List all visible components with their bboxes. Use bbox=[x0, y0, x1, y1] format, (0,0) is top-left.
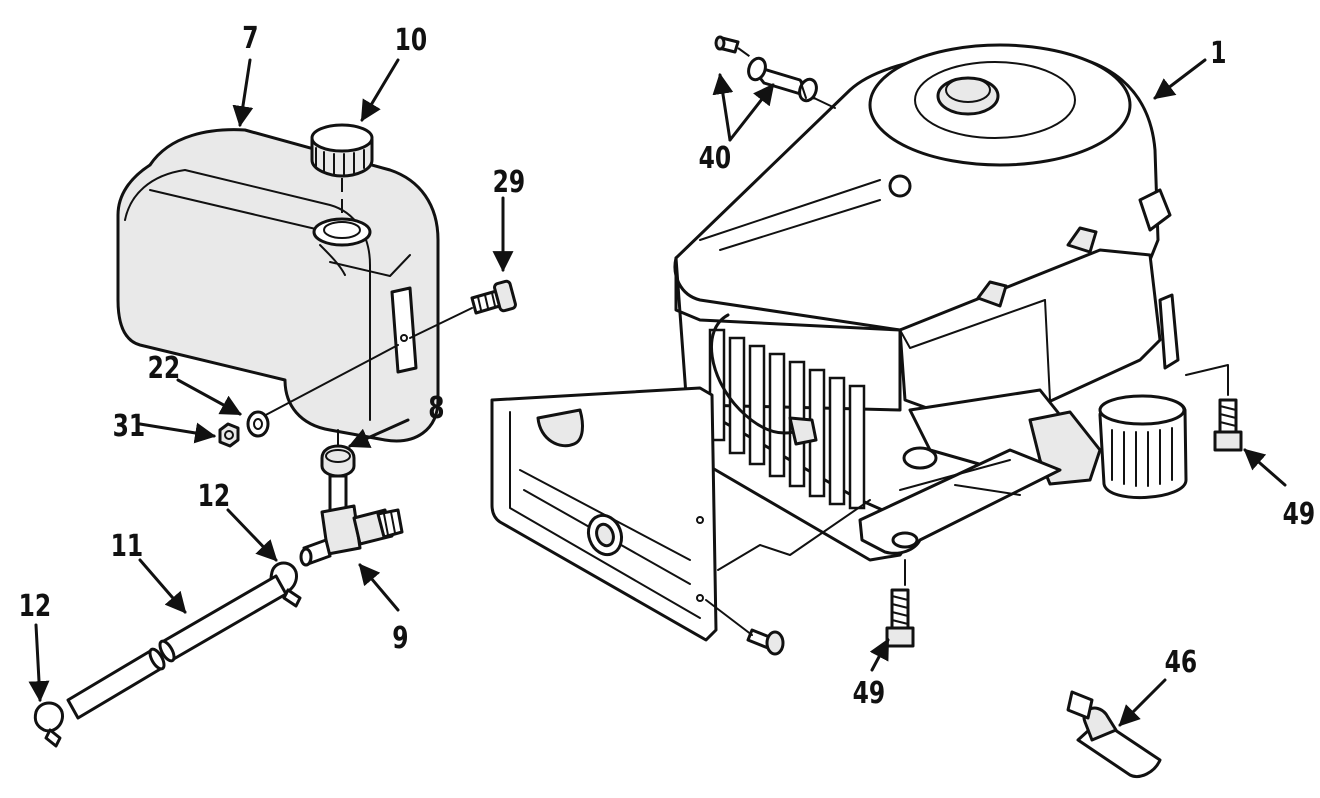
washer-22 bbox=[246, 410, 270, 438]
dowel-pin-40 bbox=[747, 56, 818, 103]
callout-10: 10 bbox=[395, 23, 428, 58]
fuel-tank bbox=[116, 128, 440, 443]
callout-7: 7 bbox=[242, 21, 258, 56]
heat-shield-screw bbox=[746, 628, 785, 656]
callout-8: 8 bbox=[428, 391, 444, 426]
nut-31 bbox=[218, 422, 240, 448]
callout-1: 1 bbox=[1210, 36, 1226, 71]
callout-labels: 1 7 10 29 40 22 31 8 12 11 9 12 49 49 46 bbox=[19, 21, 1316, 711]
fuel-cap bbox=[310, 123, 374, 178]
clamp-12-lower bbox=[33, 701, 64, 748]
callout-22: 22 bbox=[148, 351, 181, 386]
heat-shield bbox=[490, 386, 718, 642]
callout-11: 11 bbox=[111, 529, 144, 564]
callout-9: 9 bbox=[392, 621, 408, 656]
screw-29 bbox=[470, 279, 517, 315]
bolt-49-rear bbox=[1213, 398, 1243, 452]
engine bbox=[673, 43, 1188, 562]
callout-49-front: 49 bbox=[853, 676, 886, 711]
fuel-hose-11 bbox=[66, 574, 288, 720]
callout-40: 40 bbox=[699, 141, 732, 176]
callout-arrows bbox=[28, 58, 1287, 727]
small-fitting-40 bbox=[714, 35, 740, 54]
bolt-49-front bbox=[885, 588, 915, 648]
cooling-fins bbox=[708, 328, 866, 510]
tool-46 bbox=[1066, 690, 1162, 778]
callout-29: 29 bbox=[493, 165, 526, 200]
callout-12-upper: 12 bbox=[198, 479, 231, 514]
fuel-valve-9 bbox=[299, 474, 404, 567]
grommet-8 bbox=[320, 444, 356, 478]
callout-46: 46 bbox=[1165, 645, 1198, 680]
callout-49-rear: 49 bbox=[1283, 497, 1316, 532]
callout-31: 31 bbox=[113, 409, 146, 444]
callout-12-lower: 12 bbox=[19, 589, 52, 624]
